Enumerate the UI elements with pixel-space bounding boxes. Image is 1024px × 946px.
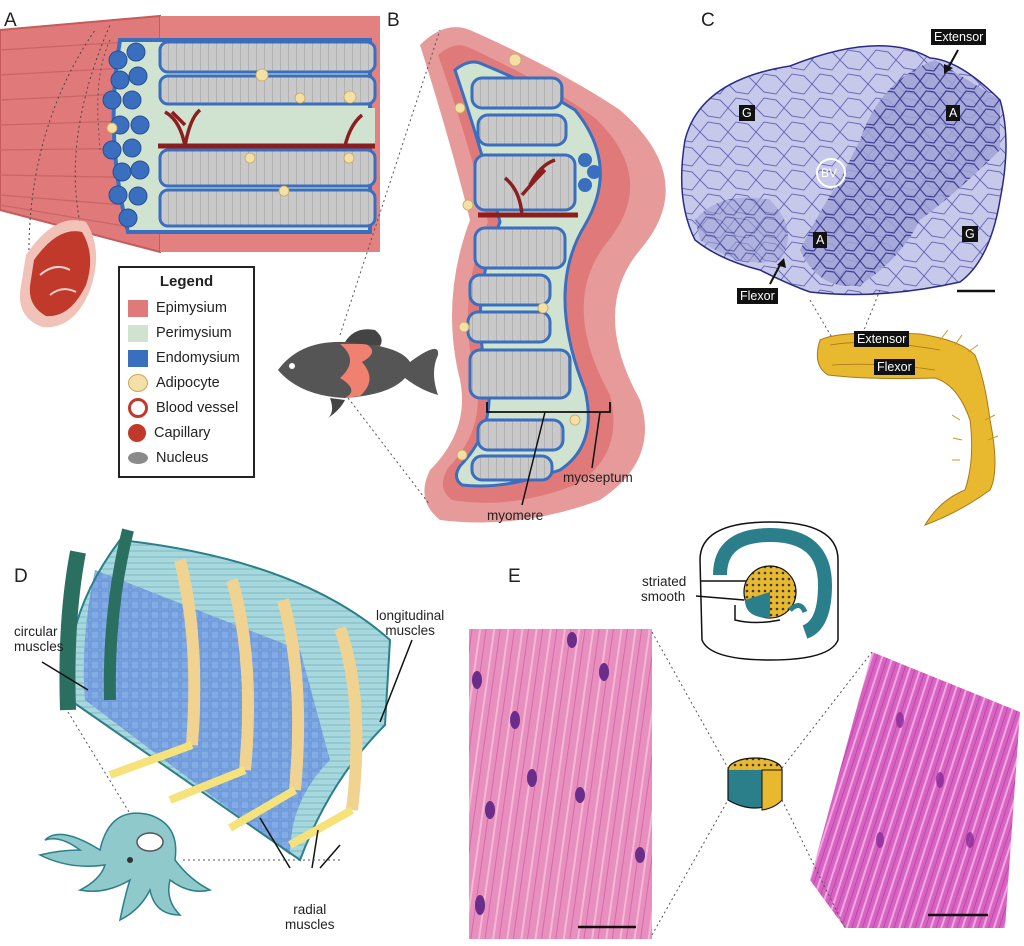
- panel-letter-e: E: [508, 566, 521, 587]
- legend-label: Adipocyte: [156, 375, 220, 391]
- legend-item-adipocyte: Adipocyte: [128, 372, 220, 394]
- legend-label: Blood vessel: [156, 400, 239, 416]
- legend-label: Endomysium: [156, 350, 240, 366]
- bv-label: BV: [821, 166, 838, 180]
- myoseptum-label: myoseptum: [563, 470, 633, 485]
- panel-d-octopus-muscle-art: [37, 528, 413, 922]
- perimysium-swatch: [128, 324, 148, 342]
- a-label-2: A: [813, 232, 828, 248]
- legend-item-blood-vessel: Blood vessel: [128, 397, 238, 419]
- extensor-top-label: Extensor: [931, 29, 987, 45]
- panel-letter-a: A: [4, 10, 17, 31]
- leg-flexor-label: Flexor: [874, 359, 915, 375]
- legend-item-capillary: Capillary: [128, 422, 210, 444]
- blood-vessel-icon: [128, 398, 148, 418]
- legend-item-epimysium: Epimysium: [128, 297, 227, 319]
- a-label-1: A: [946, 105, 961, 121]
- legend-label: Capillary: [154, 425, 211, 441]
- longitudinal-muscles-label: longitudinal muscles: [376, 608, 445, 638]
- leg-extensor-label: Extensor: [854, 331, 910, 347]
- panel-b-myomere-art: [278, 27, 666, 523]
- striated-label: striated: [642, 574, 687, 589]
- legend-item-perimysium: Perimysium: [128, 322, 232, 344]
- legend-box: Legend Epimysium Perimysium Endomysium A…: [118, 266, 255, 478]
- legend-label: Perimysium: [156, 325, 232, 341]
- smooth-label: smooth: [641, 589, 686, 604]
- legend-label: Nucleus: [156, 450, 209, 466]
- flexor-label: Flexor: [737, 288, 778, 304]
- legend-title: Legend: [159, 273, 214, 290]
- circular-muscles-label: circular muscles: [14, 624, 64, 654]
- adipocyte-icon: [128, 374, 148, 392]
- legend-item-endomysium: Endomysium: [128, 347, 240, 369]
- g-label-2: G: [962, 226, 978, 242]
- legend-label: Epimysium: [156, 300, 227, 316]
- panel-letter-d: D: [14, 566, 28, 587]
- endomysium-swatch: [128, 349, 148, 367]
- radial-muscles-label: radial muscles: [285, 902, 335, 932]
- panel-letter-b: B: [387, 10, 400, 31]
- epimysium-swatch: [128, 299, 148, 317]
- myomere-label: myomere: [487, 508, 544, 523]
- nucleus-icon: [128, 452, 148, 464]
- g-label-1: G: [739, 105, 755, 121]
- panel-a-muscle-art: [0, 14, 380, 328]
- capillary-icon: [128, 424, 146, 442]
- panel-e-histology-art: [469, 521, 1020, 939]
- panel-letter-c: C: [701, 10, 715, 31]
- legend-item-nucleus: Nucleus: [128, 447, 208, 469]
